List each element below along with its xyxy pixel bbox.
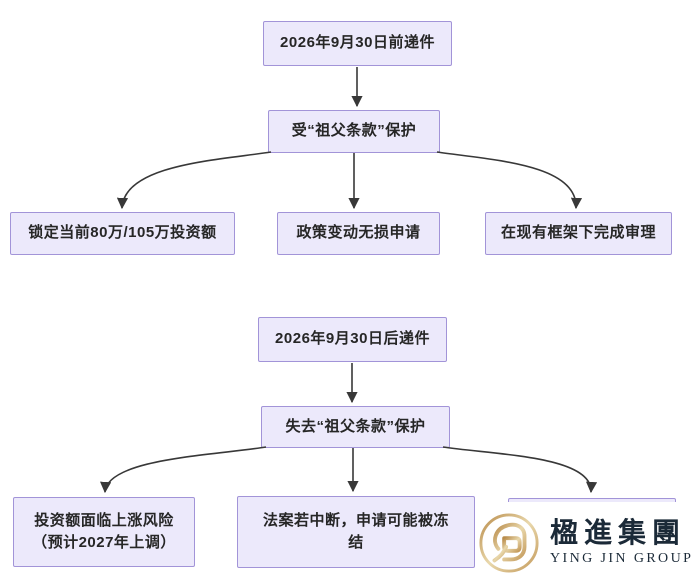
yingjin-logo: 楹進集團 YING JIN GROUP — [478, 502, 694, 583]
node-policy-change-safe: 政策变动无损申请 — [277, 212, 440, 255]
node-application-freeze-risk: 法案若中断，申请可能被冻 结 — [237, 496, 475, 568]
logo-text-en: YING JIN GROUP — [550, 550, 694, 566]
yingjin-logo-icon — [479, 512, 539, 573]
arrow-lost-to-raise-risk — [100, 446, 267, 494]
node-after-deadline: 2026年9月30日后递件 — [258, 317, 447, 362]
logo-text-zh: 楹進集團 — [550, 517, 687, 549]
node-investment-raise-risk: 投资额面临上涨风险 （预计2027年上调） — [13, 497, 195, 567]
arrow-protected-to-lock — [116, 151, 272, 210]
node-existing-framework: 在现有框架下完成审理 — [485, 212, 672, 255]
arrow-protected-to-framework — [436, 151, 583, 210]
node-grandfather-protected: 受“祖父条款”保护 — [268, 110, 440, 153]
node-lost-protection: 失去“祖父条款”保护 — [261, 406, 450, 448]
node-before-deadline: 2026年9月30日前递件 — [263, 21, 452, 66]
node-lock-investment-amount: 锁定当前80万/105万投资额 — [10, 212, 235, 255]
arrow-lost-to-occluded — [442, 446, 598, 494]
